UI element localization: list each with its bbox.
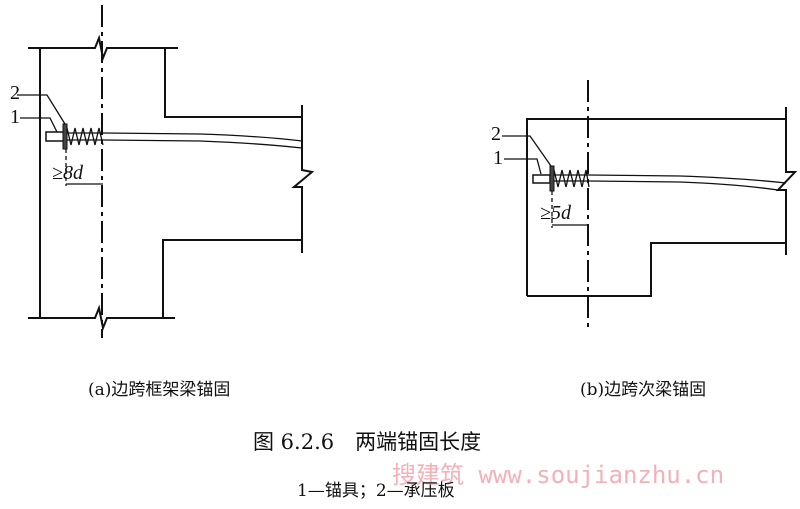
- beam-end-break: [775, 107, 798, 255]
- caption-b: (b)边跨次梁锚固: [580, 380, 707, 400]
- figure-title: 图 6.2.6 两端锚固长度: [253, 430, 482, 454]
- beam-top-outline: [164, 48, 302, 118]
- dimension-label-b: ≥5d: [540, 202, 571, 224]
- beam-top-outline: [526, 118, 786, 296]
- leader-2: [502, 135, 552, 167]
- column-bottom-edge: [28, 304, 175, 332]
- spiral-reinforcement: [66, 127, 104, 146]
- beam-bottom-outline: [527, 242, 786, 297]
- dimension-label-a: ≥8d: [52, 162, 83, 184]
- label-anchor-b: 1: [493, 147, 503, 169]
- leader-2: [17, 94, 66, 125]
- caption-a: (a)边跨框架梁锚固: [88, 380, 231, 400]
- anchor-bolt: [532, 174, 551, 184]
- diagram-a-structure: [28, 5, 315, 338]
- watermark: 搜建筑 www.soujianzhu.cn: [392, 461, 725, 489]
- leader-1: [504, 158, 542, 175]
- label-plate-a: 2: [10, 82, 20, 104]
- diagram-b-structure: [526, 80, 798, 328]
- tendon: [67, 132, 303, 149]
- tendon: [554, 174, 787, 191]
- diagram-a-anchor: [17, 94, 303, 186]
- beam-end-break: [291, 105, 315, 253]
- diagram-b-anchor: [502, 135, 787, 228]
- bearing-plate: [62, 123, 68, 150]
- leader-1: [20, 117, 58, 133]
- spiral-reinforcement: [553, 169, 590, 188]
- anchor-bolt: [45, 131, 65, 142]
- label-plate-b: 2: [491, 123, 501, 145]
- beam-bottom-outline: [162, 239, 302, 318]
- bearing-plate: [549, 165, 555, 192]
- figure-legend: 1—锚具；2—承压板: [297, 481, 455, 501]
- label-anchor-a: 1: [10, 106, 20, 128]
